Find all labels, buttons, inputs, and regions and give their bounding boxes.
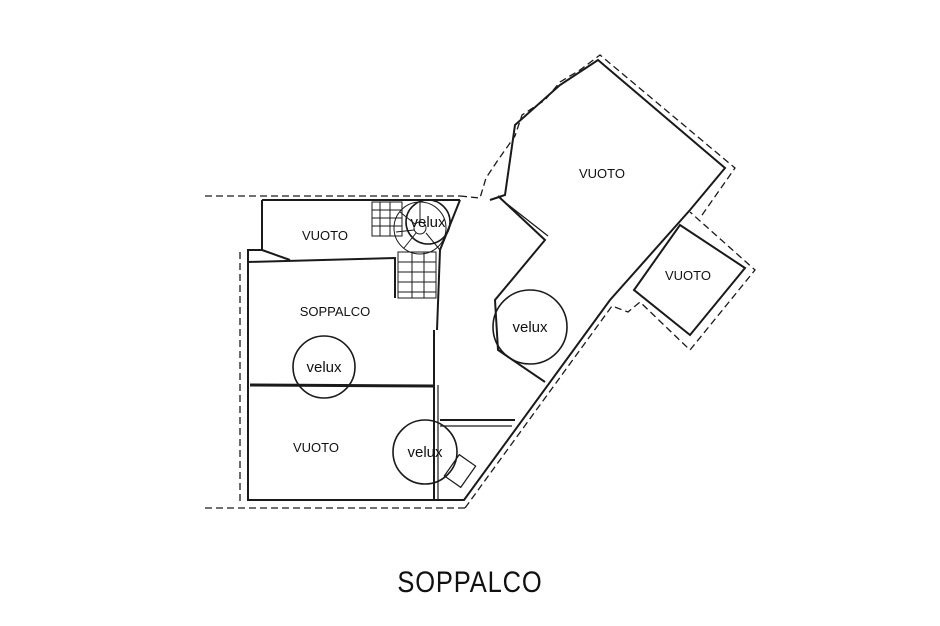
velux-bottom: velux <box>392 419 458 485</box>
velux-soppalco: velux <box>292 335 356 399</box>
velux-stair-label: velux <box>410 214 446 231</box>
room-label-soppalco: SOPPALCO <box>300 304 371 319</box>
plan-title: SOPPALCO <box>397 566 543 599</box>
room-label-vuoto-bottom-left: VUOTO <box>293 440 339 455</box>
velux-center-label: velux <box>512 319 548 336</box>
stair-flight-lower <box>397 251 437 299</box>
velux-stair: velux <box>405 199 451 245</box>
velux-soppalco-label: velux <box>306 359 342 376</box>
stair-straight <box>371 201 403 237</box>
fixture-box <box>443 453 477 489</box>
velux-center: velux <box>492 289 568 365</box>
room-label-vuoto-top-left: VUOTO <box>302 228 348 243</box>
walls-right-annex <box>632 223 747 337</box>
room-label-vuoto-top-right: VUOTO <box>579 166 625 181</box>
room-label-vuoto-right-annex: VUOTO <box>665 268 711 283</box>
velux-bottom-label: velux <box>407 444 443 461</box>
